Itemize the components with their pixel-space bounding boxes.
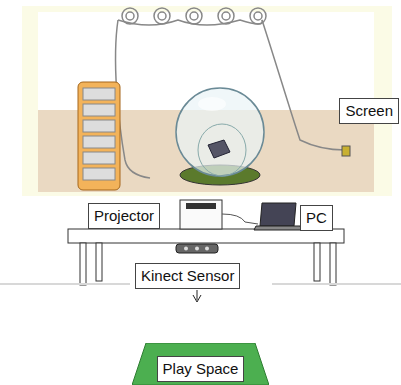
- lamp-string: [116, 8, 345, 178]
- laptop-pc: [254, 203, 302, 230]
- pc-label: PC: [300, 205, 333, 231]
- label-text: Play Space: [157, 356, 245, 382]
- glass-globe: [176, 88, 264, 185]
- label-text: Screen: [339, 98, 399, 124]
- projection-screen: [22, 6, 392, 196]
- play-space-area: Play Space: [132, 343, 269, 385]
- wall-plug: [342, 146, 350, 156]
- projector-label: Projector: [88, 203, 160, 229]
- projected-image: [38, 12, 374, 192]
- label-text: Projector: [88, 203, 160, 229]
- label-text: PC: [300, 205, 333, 231]
- kinect-sensor-label: Kinect Sensor: [135, 263, 240, 289]
- shelf-rack: [78, 82, 120, 190]
- screen-label: Screen: [339, 98, 399, 124]
- label-text: Kinect Sensor: [135, 263, 240, 289]
- projector-device: [180, 200, 258, 229]
